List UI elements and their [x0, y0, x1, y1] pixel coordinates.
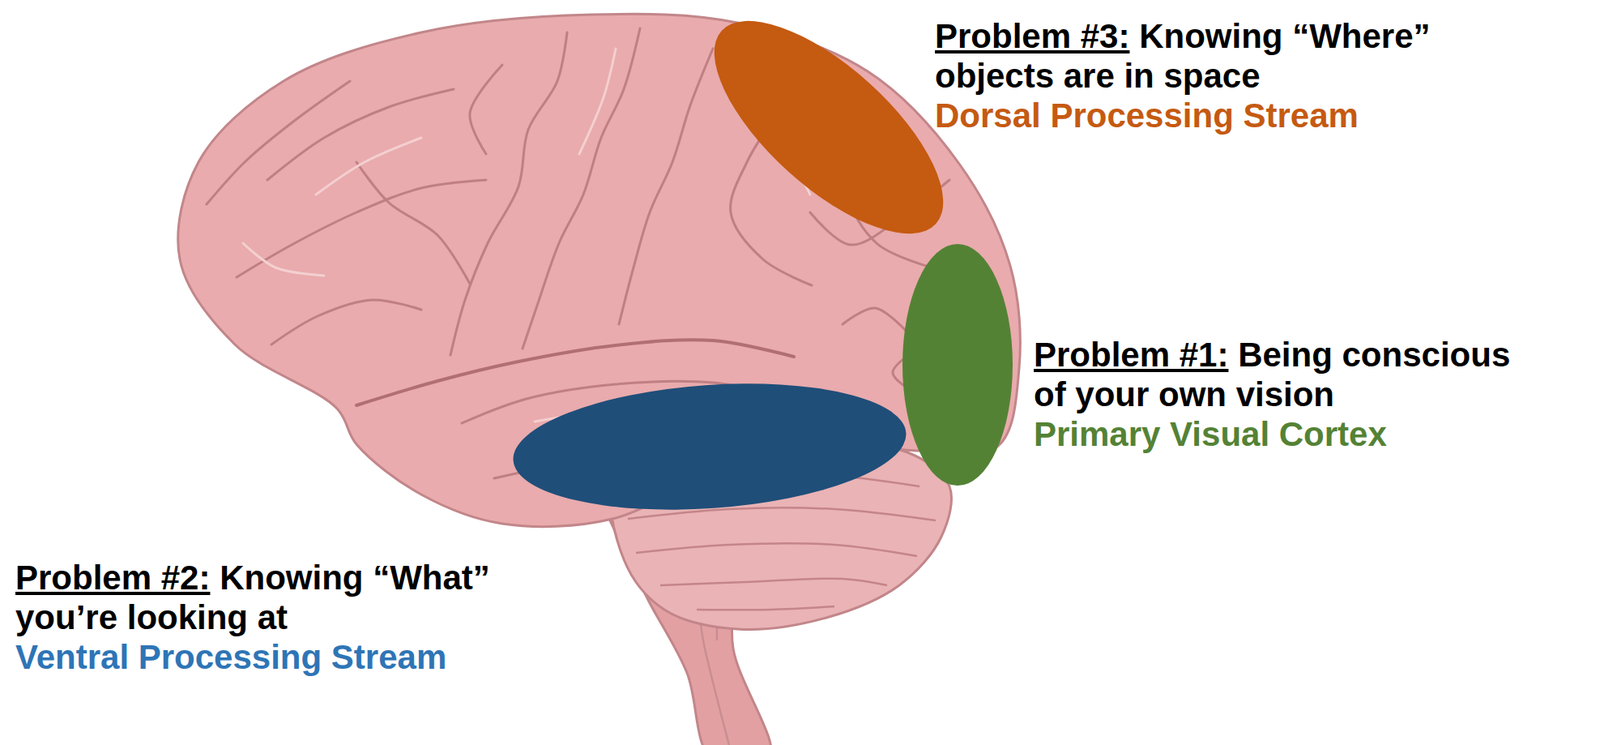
problem-number: Problem #1: [1033, 335, 1229, 374]
problem-callout: Problem #3:Knowing “Where” objects are i… [934, 16, 1454, 136]
ventral-stream-region [508, 371, 910, 522]
sulcus-line [522, 28, 640, 349]
folia-line [627, 507, 936, 521]
cerebrum [178, 13, 1021, 526]
folia-line [660, 578, 888, 585]
problem-text: Problem #2:Knowing “What” you’re looking… [15, 557, 518, 637]
problem-number: Problem #3: [934, 17, 1130, 56]
problem-text: Problem #1:Being conscious of your own v… [1033, 334, 1536, 414]
sulcus-line [450, 32, 568, 355]
stream-name: Ventral Processing Stream [15, 636, 518, 677]
primary-visual-cortex-region [902, 243, 1013, 486]
gyrus-highlight [579, 48, 616, 154]
gyrus-highlight [243, 243, 325, 276]
problem-number: Problem #2: [15, 558, 210, 597]
stream-name: Dorsal Processing Stream [934, 95, 1454, 136]
stream-name: Primary Visual Cortex [1033, 413, 1536, 454]
problem-callout: Problem #2:Knowing “What” you’re looking… [15, 557, 518, 677]
dorsal-stream-region [681, 0, 977, 269]
problem-text: Problem #3:Knowing “Where” objects are i… [934, 16, 1454, 96]
sulcus-line [469, 64, 503, 154]
problem-callout: Problem #1:Being conscious of your own v… [1033, 334, 1536, 454]
folia-line [635, 542, 918, 556]
sulcus-line [618, 48, 713, 325]
gyrus-highlight [315, 137, 422, 195]
gyri-highlights [243, 48, 811, 422]
sulcus-line [236, 179, 487, 278]
folia-line [696, 605, 835, 610]
sulcus-line [271, 299, 422, 345]
sulcus-line [356, 162, 470, 284]
sulcus-line [842, 307, 908, 333]
